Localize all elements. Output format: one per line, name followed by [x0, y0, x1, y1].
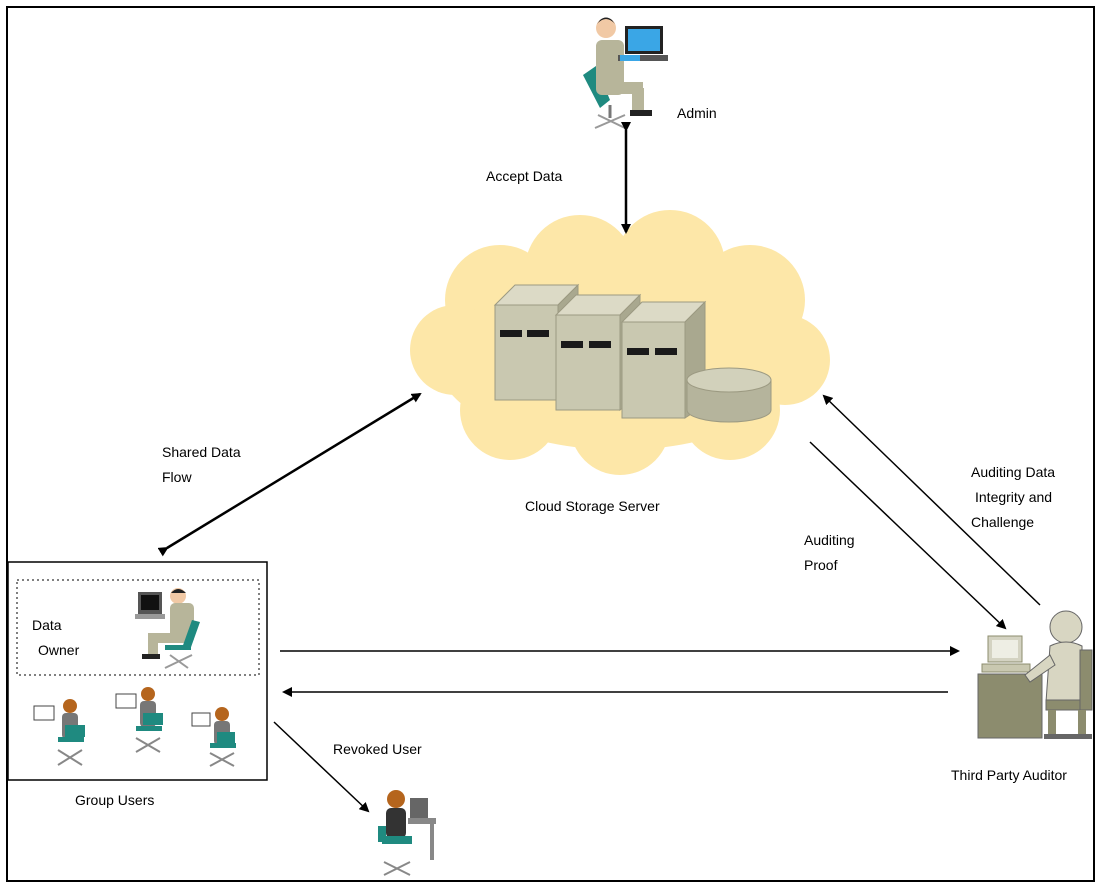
auditing-challenge-arrow	[822, 394, 1041, 606]
shared-data-flow-label: Shared Data	[162, 444, 241, 460]
third-party-auditor-label: Third Party Auditor	[951, 767, 1067, 783]
revoked-user-label: Revoked User	[333, 741, 422, 757]
auditing-challenge-label: Auditing Data	[971, 464, 1055, 480]
auditing-challenge-label: Integrity and	[975, 489, 1052, 505]
group-user-icon	[33, 699, 85, 766]
admin-label: Admin	[677, 105, 717, 121]
auditing-challenge-label: Challenge	[971, 514, 1034, 530]
group-users-box	[7, 561, 268, 781]
data-owner-label: Data	[32, 617, 62, 633]
cloud-storage-icon	[410, 210, 830, 475]
group-user-icon	[115, 687, 163, 753]
auditing-proof-label: Proof	[804, 557, 838, 573]
shared-data-flow-arrow	[157, 392, 422, 557]
revoked-user-arrow	[273, 721, 370, 813]
third-party-auditor-icon	[977, 610, 1093, 739]
group-user-icon	[191, 707, 236, 767]
shared-data-flow-label: Flow	[162, 469, 192, 485]
auditing-proof-label: Auditing	[804, 532, 855, 548]
data-owner-box	[16, 579, 260, 676]
admin-person-icon	[583, 17, 668, 129]
revoked-user-icon	[378, 790, 436, 876]
cloud-storage-server-label: Cloud Storage Server	[525, 498, 660, 514]
data-owner-label: Owner	[38, 642, 80, 658]
auditing-proof-arrow	[809, 441, 1007, 630]
data-owner-person-icon	[135, 588, 200, 669]
group-users-label: Group Users	[75, 792, 154, 808]
accept-data-label: Accept Data	[486, 168, 562, 184]
